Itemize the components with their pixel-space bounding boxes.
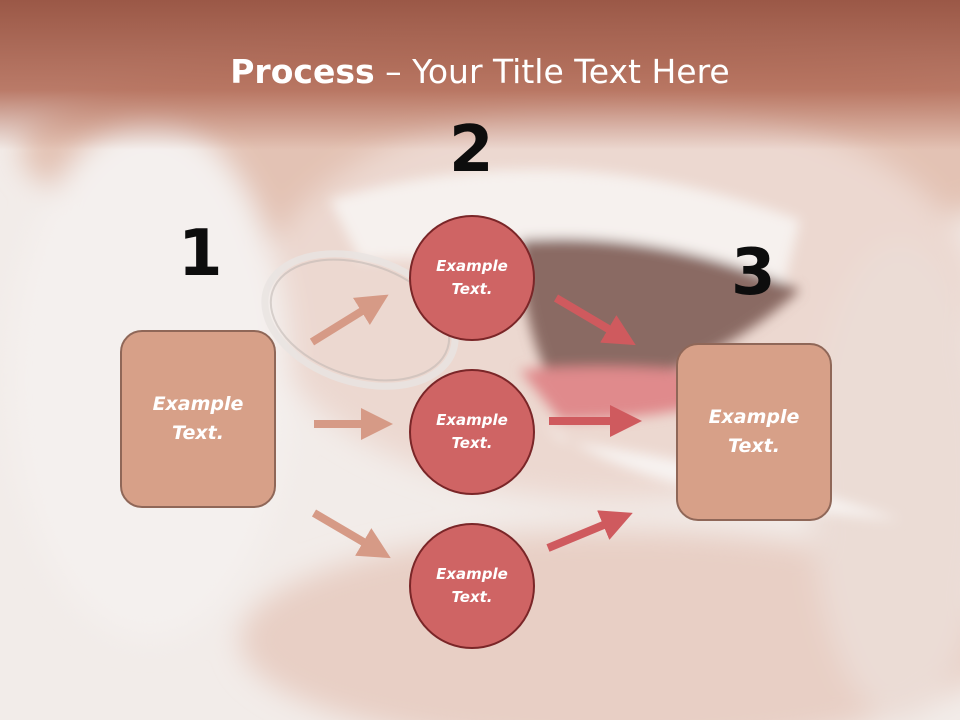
circle-middle-text: Example Text. <box>436 411 508 452</box>
step-number-2: 2 <box>449 113 494 187</box>
circle-bottom: Example Text. <box>409 523 535 649</box>
step-number-3: 3 <box>731 236 776 310</box>
left-step-box: Example Text. <box>120 330 276 508</box>
title-rest: – Your Title Text Here <box>374 52 730 91</box>
title-strong: Process <box>230 52 375 91</box>
arrow-left-to-top <box>309 294 389 346</box>
circle-top: Example Text. <box>409 215 535 341</box>
arrow-top-to-right <box>553 294 636 346</box>
right-step-box-text: Example Text. <box>708 406 800 457</box>
arrow-left-to-bottom <box>311 509 391 559</box>
right-step-box: Example Text. <box>676 343 832 521</box>
left-step-box-text: Example Text. <box>152 393 244 444</box>
arrow-bottom-to-right <box>546 510 633 552</box>
slide-title: Process – Your Title Text Here <box>0 52 960 91</box>
step-number-1: 1 <box>178 217 223 291</box>
title-band <box>0 0 960 150</box>
circle-top-text: Example Text. <box>436 257 508 298</box>
circle-middle: Example Text. <box>409 369 535 495</box>
circle-bottom-text: Example Text. <box>436 565 508 606</box>
